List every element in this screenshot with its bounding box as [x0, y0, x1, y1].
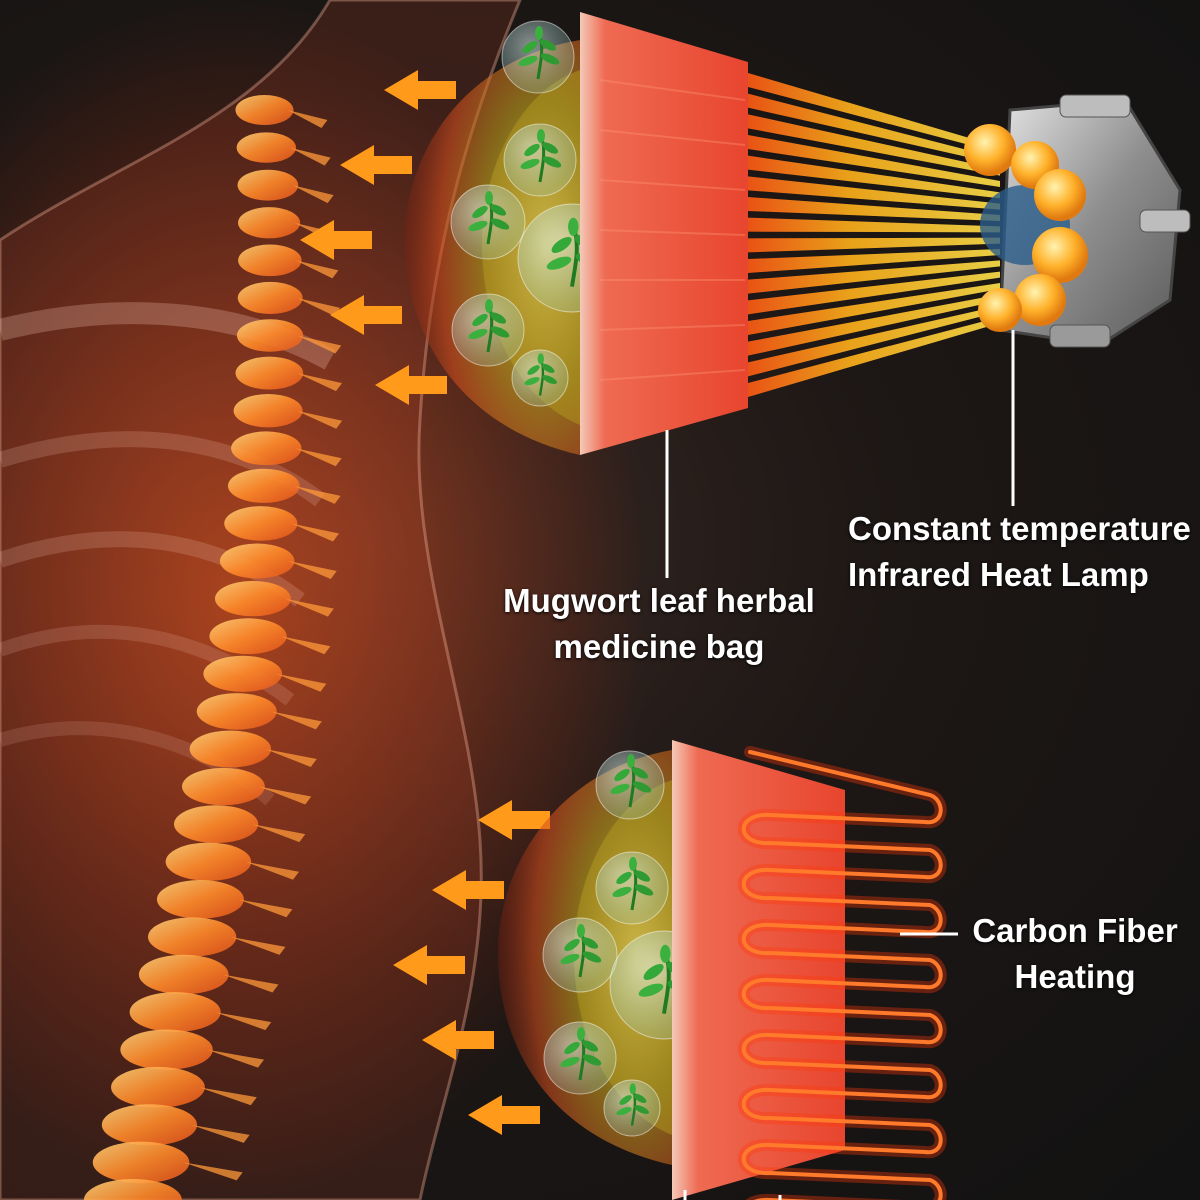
- heat-ray: [748, 197, 1000, 221]
- vertebra: [235, 95, 294, 125]
- carbon-fiber-label: Carbon Fiber Heating: [960, 908, 1190, 1000]
- spinous-process: [198, 1087, 257, 1106]
- spinous-process: [265, 748, 317, 767]
- vertebra: [83, 1179, 182, 1200]
- vertebra: [214, 580, 291, 617]
- heat-ray: [748, 317, 1000, 397]
- spinous-process: [237, 899, 293, 918]
- heat-ray: [748, 93, 1000, 165]
- vertebra: [147, 917, 237, 957]
- vertebra: [203, 655, 283, 692]
- infrared-lamp-icon: [964, 94, 1191, 348]
- spinous-process: [295, 448, 342, 467]
- spinous-process: [270, 711, 322, 730]
- heat-ray: [748, 114, 1000, 176]
- spinous-process: [191, 1124, 250, 1143]
- vertebra: [238, 207, 301, 239]
- heat-ray: [748, 260, 1000, 294]
- spinous-process: [292, 185, 334, 204]
- vertebra: [111, 1066, 205, 1108]
- heat-ray: [748, 73, 1000, 153]
- vertebra: [156, 879, 244, 919]
- spinous-process: [252, 824, 306, 843]
- spinous-process: [293, 485, 341, 504]
- medicine-pad: [580, 12, 748, 455]
- rib: [0, 531, 305, 607]
- vertebra: [92, 1141, 190, 1184]
- spinous-process: [222, 974, 279, 993]
- carbon-fiber-coil-icon: [737, 746, 947, 1200]
- spinous-process: [288, 561, 337, 580]
- lamp-label-line1: Constant temperature: [848, 510, 1191, 547]
- spinous-process: [183, 1162, 243, 1181]
- heat-arrow-icon: [468, 1095, 540, 1135]
- spinous-process: [206, 1049, 265, 1068]
- vertebra: [236, 132, 297, 163]
- spinous-process: [297, 373, 343, 392]
- vertebra: [237, 169, 299, 201]
- spinous-process: [214, 1012, 272, 1031]
- spinous-process: [295, 260, 339, 279]
- coil-wire: [741, 750, 943, 1200]
- heat-ray: [748, 271, 1000, 315]
- pad-texture: [599, 79, 746, 381]
- vertebra: [101, 1104, 198, 1146]
- spinous-process: [290, 147, 331, 166]
- vertebra: [189, 730, 272, 768]
- vertebra: [209, 618, 287, 655]
- heat-ray: [748, 135, 1000, 187]
- carbon-fiber-label-line1: Carbon Fiber: [972, 912, 1178, 949]
- spinous-process: [287, 110, 328, 128]
- vertebra: [219, 543, 295, 579]
- vertebra: [182, 767, 265, 806]
- heat-ray: [748, 217, 1000, 233]
- lamp-label-line2: Infrared Heat Lamp: [848, 556, 1149, 593]
- spinous-process: [297, 335, 342, 354]
- infrared-rays: [748, 73, 1000, 397]
- vertebra: [224, 506, 298, 541]
- heat-ray: [748, 249, 1000, 273]
- spinous-process: [230, 936, 286, 955]
- vertebra: [138, 954, 229, 995]
- spinous-process: [296, 410, 343, 429]
- spinous-process: [284, 598, 334, 617]
- spinous-process: [280, 636, 331, 655]
- vertebra: [173, 805, 259, 844]
- vertebra: [120, 1029, 213, 1070]
- spinous-process: [291, 523, 339, 542]
- spinous-process: [245, 861, 299, 880]
- vertebra: [227, 468, 300, 503]
- spine: [83, 95, 343, 1200]
- heat-ray: [748, 294, 1000, 356]
- herbal-bag-label: Mugwort leaf herbal medicine bag: [484, 578, 834, 670]
- vertebra: [196, 693, 277, 730]
- vertebra: [231, 431, 302, 466]
- vertebra: [238, 244, 302, 277]
- lamp-label: Constant temperature Infrared Heat Lamp: [848, 506, 1191, 598]
- spinous-process: [258, 786, 312, 805]
- spinous-process: [296, 297, 341, 316]
- heat-ray: [748, 283, 1000, 335]
- vertebra: [129, 992, 221, 1033]
- vertebra: [233, 394, 303, 428]
- vertebra: [236, 319, 304, 352]
- herbal-bag-label-line1: Mugwort leaf herbal: [503, 582, 815, 619]
- vertebra: [237, 281, 303, 314]
- vertebra: [165, 842, 252, 881]
- vertebra: [235, 356, 304, 390]
- heat-ray: [748, 237, 1000, 253]
- herbal-bag-label-line2: medicine bag: [553, 628, 765, 665]
- medicine-pad: [672, 740, 845, 1200]
- carbon-fiber-label-line2: Heating: [1014, 958, 1136, 995]
- spinous-process: [276, 673, 327, 692]
- heat-ray: [748, 176, 1000, 210]
- heat-ray: [748, 155, 1000, 199]
- heat-ray: [748, 305, 1000, 377]
